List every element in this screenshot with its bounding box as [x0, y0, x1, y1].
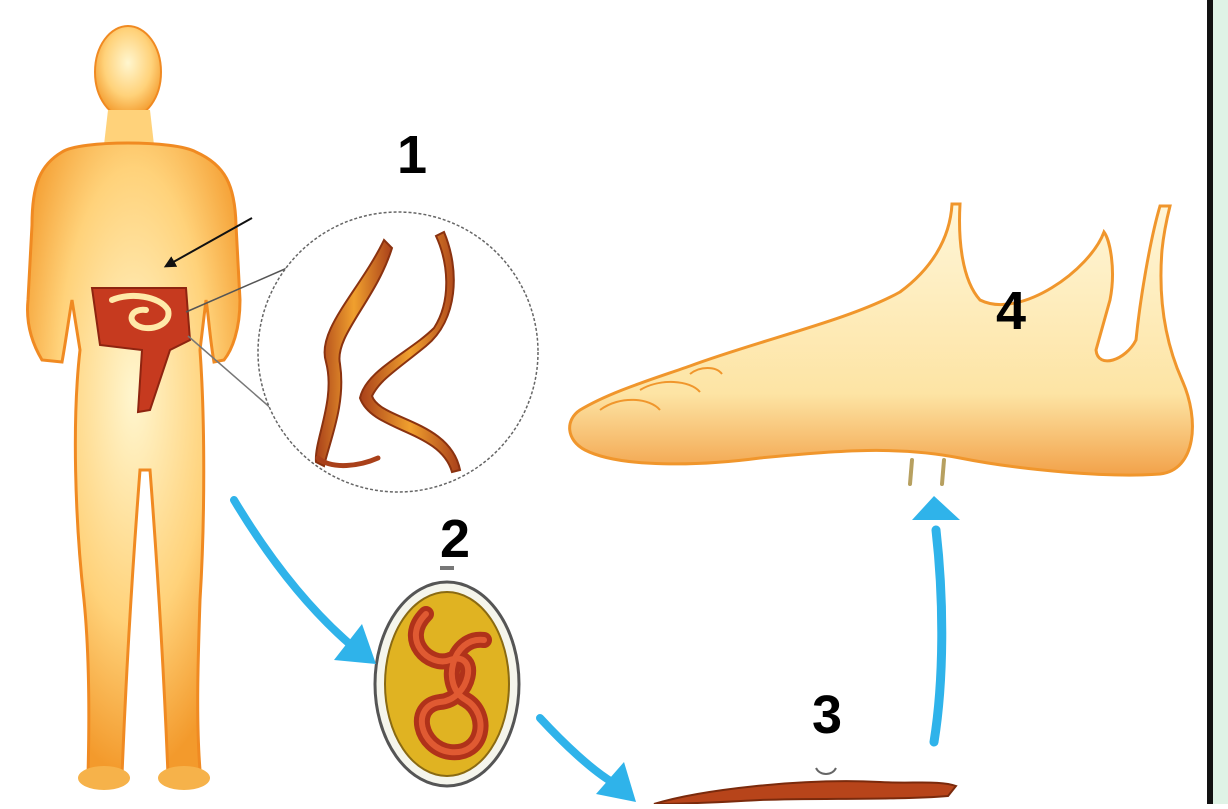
soil-larva-icon	[654, 768, 956, 804]
arrow-host-to-egg	[234, 500, 376, 664]
zoom-circle	[258, 212, 538, 492]
step-label-3: 3	[812, 688, 842, 742]
arrow-larva-to-foot	[912, 496, 960, 742]
arrow-egg-to-larva	[540, 718, 636, 802]
frame-border	[1207, 0, 1213, 804]
frame-edge	[1213, 0, 1228, 804]
bare-foot-icon	[570, 204, 1193, 484]
egg-with-larva-icon	[375, 566, 519, 786]
step-label-4: 4	[996, 284, 1026, 338]
human-body-icon	[28, 26, 240, 790]
step-label-1: 1	[397, 128, 427, 182]
step-label-2: 2	[440, 512, 470, 566]
